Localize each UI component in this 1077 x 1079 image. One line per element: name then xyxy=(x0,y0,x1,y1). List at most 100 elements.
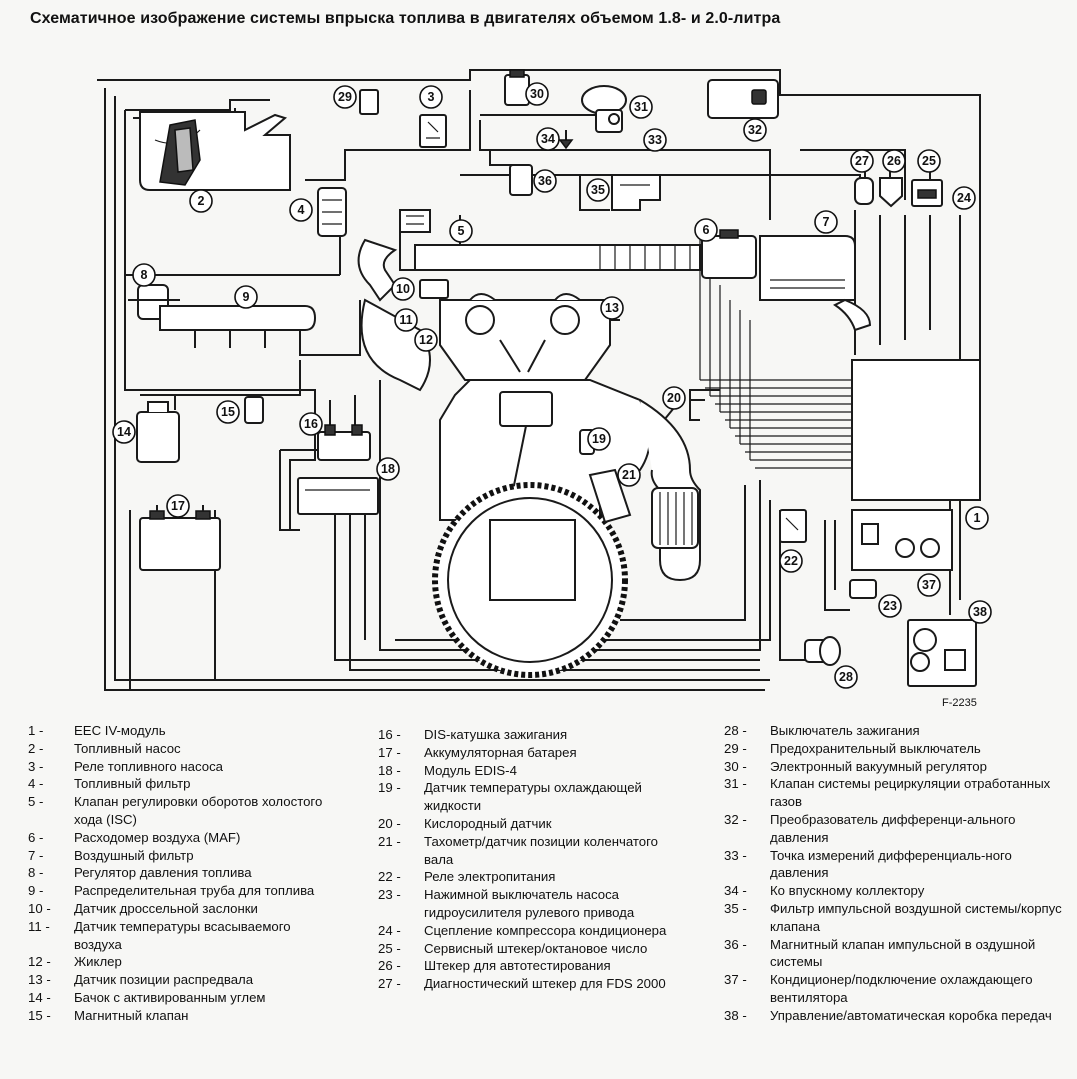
callout-31: 31 xyxy=(629,95,653,119)
legend-column-3: 28Выключатель зажигания29Предохранительн… xyxy=(724,722,1064,1025)
maf-sensor-icon xyxy=(701,229,757,279)
callout-23: 23 xyxy=(878,594,902,618)
callout-10: 10 xyxy=(391,277,415,301)
callout-13: 13 xyxy=(600,296,624,320)
legend-item: 34Ко впускному коллектору xyxy=(724,882,1064,900)
svg-text:8: 8 xyxy=(141,268,148,282)
legend-item-text: Расходомер воздуха (MAF) xyxy=(74,829,241,845)
legend-item-number: 36 xyxy=(724,936,747,954)
legend-item: 5Клапан регулировки оборотов холостого х… xyxy=(28,793,338,829)
svg-text:25: 25 xyxy=(922,154,936,168)
callout-5: 5 xyxy=(449,219,473,243)
intake-ducting xyxy=(357,238,701,302)
legend-item-text: Точка измерений дифференциаль-ного давле… xyxy=(770,847,1012,881)
svg-text:17: 17 xyxy=(171,499,185,513)
svg-text:32: 32 xyxy=(748,123,762,137)
svg-text:22: 22 xyxy=(784,554,798,568)
svg-text:4: 4 xyxy=(298,203,305,217)
callout-21: 21 xyxy=(617,463,641,487)
legend-item-number: 31 xyxy=(724,775,747,793)
legend-item-text: Аккумуляторная батарея xyxy=(424,744,577,760)
legend-item-number: 15 xyxy=(28,1007,51,1025)
callout-3: 3 xyxy=(419,85,443,109)
legend-item-number: 19 xyxy=(378,779,401,797)
svg-text:33: 33 xyxy=(648,133,662,147)
legend-item: 28Выключатель зажигания xyxy=(724,722,1064,740)
callout-14: 14 xyxy=(112,420,136,444)
legend-item: 6Расходомер воздуха (MAF) xyxy=(28,829,338,847)
egr-valve-31-icon xyxy=(581,85,627,133)
legend-item-text: Жиклер xyxy=(74,954,122,970)
legend-item: 3Реле топливного насоса xyxy=(28,758,338,776)
solenoid-valve-15-icon xyxy=(244,396,264,424)
callout-35: 35 xyxy=(586,178,610,202)
legend-item: 24Сцепление компрессора кондиционера xyxy=(378,922,678,940)
legend-item-number: 4 xyxy=(28,775,43,793)
callout-11: 11 xyxy=(394,308,418,332)
legend-item-number: 17 xyxy=(378,744,401,762)
callout-26: 26 xyxy=(882,149,906,173)
legend-item: 37Кондиционер/подключение охлаждающего в… xyxy=(724,971,1064,1007)
callout-4: 4 xyxy=(289,198,313,222)
legend-item-text: Клапан системы рециркуляции отработанных… xyxy=(770,776,1051,810)
pressure-transducer-32-icon xyxy=(707,79,779,119)
legend-item-number: 16 xyxy=(378,726,401,744)
ac-fan-relay-box-icon xyxy=(851,509,953,571)
legend-item: 33Точка измерений дифференциаль-ного дав… xyxy=(724,847,1064,883)
relay-3-icon xyxy=(419,114,447,148)
svg-text:28: 28 xyxy=(839,670,853,684)
legend-item-text: Выключатель зажигания xyxy=(770,723,920,738)
fuel-filter-icon xyxy=(317,187,347,237)
legend-item-number: 10 xyxy=(28,900,51,918)
legend-column-1: 1EEC IV-модуль2Топливный насос3Реле топл… xyxy=(28,722,338,1025)
legend-item-text: DIS-катушка зажигания xyxy=(424,727,568,742)
legend-item-text: Воздушный фильтр xyxy=(74,847,194,863)
legend-item-text: Тахометр/датчик позиции коленчатого вала xyxy=(424,833,658,867)
svg-text:21: 21 xyxy=(622,468,636,482)
svg-text:6: 6 xyxy=(703,223,710,237)
legend-item-text: EEC IV-модуль xyxy=(74,723,166,738)
legend-item: 15Магнитный клапан xyxy=(28,1007,338,1025)
callout-36: 36 xyxy=(533,169,557,193)
legend-item: 17 Аккумуляторная батарея xyxy=(378,744,678,762)
svg-text:24: 24 xyxy=(957,191,971,205)
legend-item-text: Нажимной выключатель насоса гидроусилите… xyxy=(424,887,635,920)
callout-7: 7 xyxy=(814,210,838,234)
legend-item: 36 Магнитный клапан импульсной в оздушной… xyxy=(724,936,1064,972)
fuel-rail-icon xyxy=(159,305,317,348)
legend-item: 10Датчик дроссельной заслонки xyxy=(28,900,338,918)
svg-text:20: 20 xyxy=(667,391,681,405)
legend-item-text: Диагностический штекер для FDS 2000 xyxy=(424,976,666,992)
legend-item-text: Датчик температуры охлаждающей жидкости xyxy=(424,780,642,814)
legend-item: 19 Датчик температуры охлаждающей жидкост… xyxy=(378,779,678,815)
engine-cylinder-head xyxy=(439,293,611,381)
callout-32: 32 xyxy=(743,118,767,142)
svg-text:13: 13 xyxy=(605,301,619,315)
pulse-air-solenoid-36-icon xyxy=(509,164,533,196)
callout-20: 20 xyxy=(662,386,686,410)
legend-item-number: 35 xyxy=(724,900,747,918)
svg-text:34: 34 xyxy=(541,132,555,146)
air-filter-icon xyxy=(759,235,872,332)
legend-item-text: Топливный фильтр xyxy=(74,776,191,792)
legend-item-text: Реле электропитания xyxy=(424,869,556,885)
ps-pressure-switch-23-icon xyxy=(849,579,877,599)
eec-iv-module-icon xyxy=(851,359,981,501)
flywheel-icon xyxy=(432,482,628,678)
callout-16: 16 xyxy=(299,412,323,436)
legend-item-text: Магнитный клапан импульсной в оздушной с… xyxy=(770,936,1036,970)
callout-19: 19 xyxy=(587,427,611,451)
legend-item: 11Датчик температуры всасываемого воздух… xyxy=(28,918,338,954)
callout-30: 30 xyxy=(525,82,549,106)
transmission-control-38-icon xyxy=(907,619,977,687)
svg-text:9: 9 xyxy=(243,290,250,304)
svg-text:12: 12 xyxy=(419,333,433,347)
callout-24: 24 xyxy=(952,186,976,210)
legend-item-number: 18 xyxy=(378,762,401,780)
svg-text:2: 2 xyxy=(198,194,205,208)
legend-item: 1EEC IV-модуль xyxy=(28,722,338,740)
legend-item-text: Распределительная труба для топлива xyxy=(74,883,315,899)
callout-27: 27 xyxy=(850,149,874,173)
callout-2: 2 xyxy=(189,189,213,213)
svg-text:14: 14 xyxy=(117,425,131,439)
